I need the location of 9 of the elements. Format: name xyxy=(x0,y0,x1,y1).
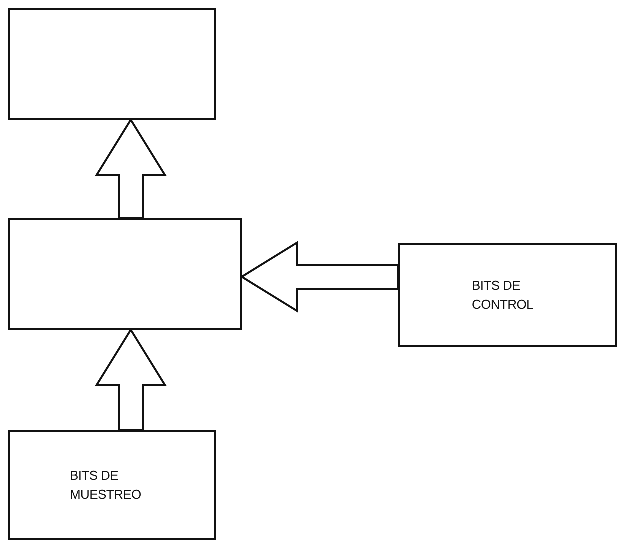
box-label: BITS DE CONTROL xyxy=(472,276,534,314)
block-arrow xyxy=(95,328,167,431)
block-arrow xyxy=(95,118,167,219)
process-box xyxy=(8,430,216,540)
box-label: BITS DE MUESTREO xyxy=(70,466,142,504)
empty-box xyxy=(8,8,216,120)
empty-box xyxy=(8,218,242,330)
process-box xyxy=(398,243,617,347)
block-arrow xyxy=(240,241,399,313)
